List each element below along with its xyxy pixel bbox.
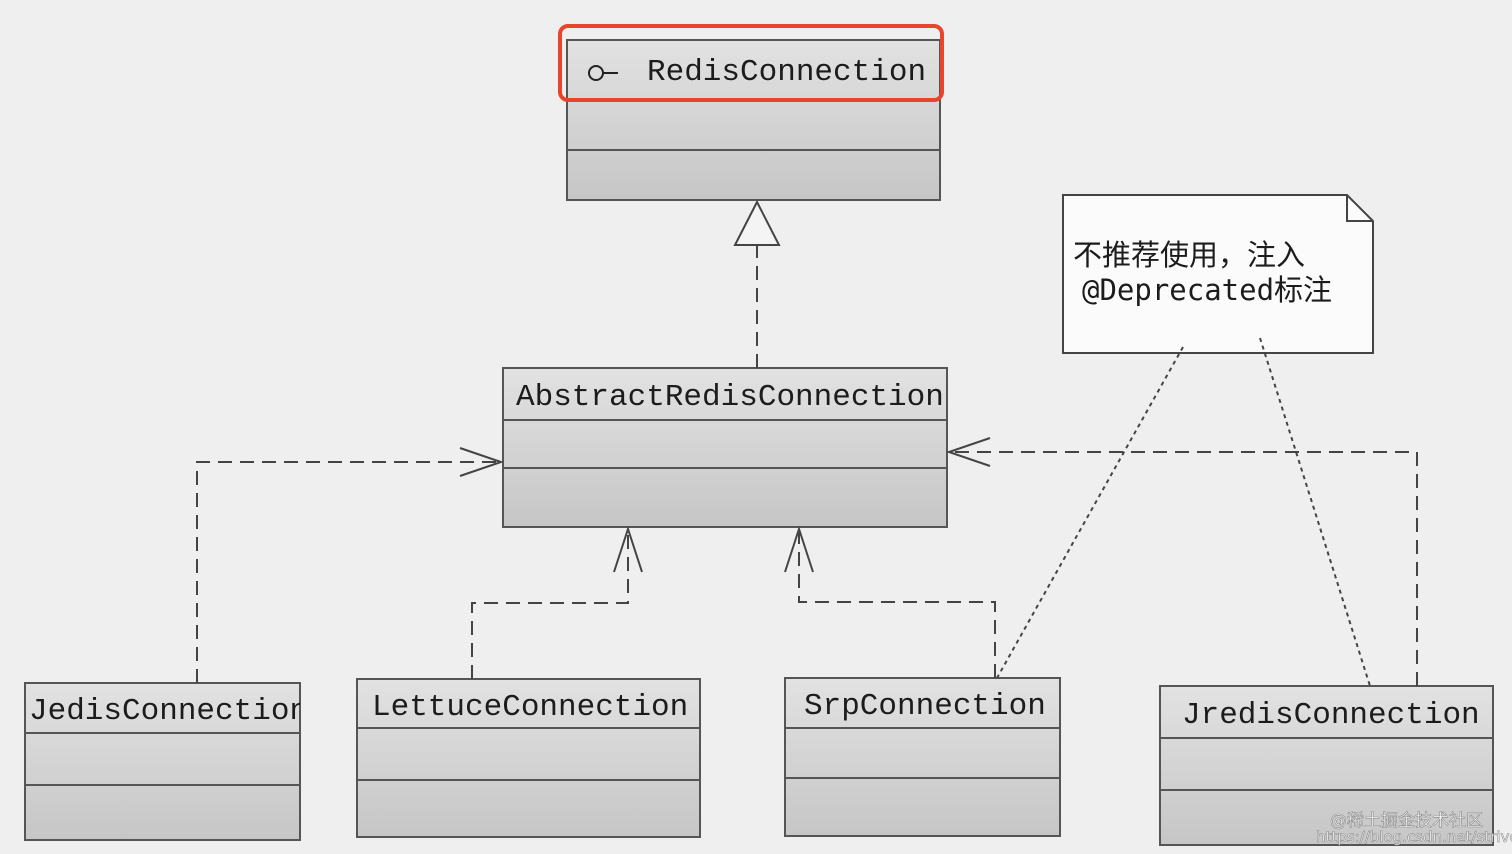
note-line-1: 不推荐使用，注入 — [1073, 238, 1305, 272]
class-jredis-connection[interactable]: JredisConnection — [1159, 685, 1494, 846]
watermark-line-2: https://blog.csdn.net/strive — [1316, 828, 1512, 846]
class-name: JedisConnection — [29, 694, 308, 729]
dependency-arrow-jedis — [196, 447, 505, 683]
note-anchor-srp — [996, 346, 1184, 679]
realization-arrow-abstract-to-interface — [733, 199, 781, 368]
class-name: JredisConnection — [1182, 698, 1480, 733]
dependency-arrow-jredis — [945, 437, 1418, 686]
note-line-2: @Deprecated标注 — [1082, 273, 1332, 307]
class-jedis-connection[interactable]: JedisConnection — [24, 682, 308, 841]
class-srp-connection[interactable]: SrpConnection — [784, 677, 1061, 837]
watermark-line-1: @稀土掘金技术社区 — [1330, 811, 1483, 831]
dependency-arrow-lettuce — [471, 525, 643, 679]
class-lettuce-connection[interactable]: LettuceConnection — [356, 678, 701, 838]
class-abstract-redis-connection[interactable]: AbstractRedisConnection — [502, 367, 948, 528]
class-redis-connection[interactable]: RedisConnection — [566, 39, 941, 201]
class-name: RedisConnection — [647, 55, 926, 90]
class-name: AbstractRedisConnection — [516, 380, 944, 415]
deprecated-note: 不推荐使用，注入 @Deprecated标注 — [1062, 194, 1374, 354]
class-name: SrpConnection — [804, 689, 1046, 724]
note-anchor-jredis — [1259, 337, 1371, 687]
watermark: @稀土掘金技术社区 https://blog.csdn.net/strive — [1316, 811, 1512, 847]
interface-lollipop-icon — [588, 65, 618, 81]
dependency-arrow-srp — [784, 525, 996, 678]
highlight-box — [558, 24, 944, 102]
class-name: LettuceConnection — [372, 690, 688, 725]
